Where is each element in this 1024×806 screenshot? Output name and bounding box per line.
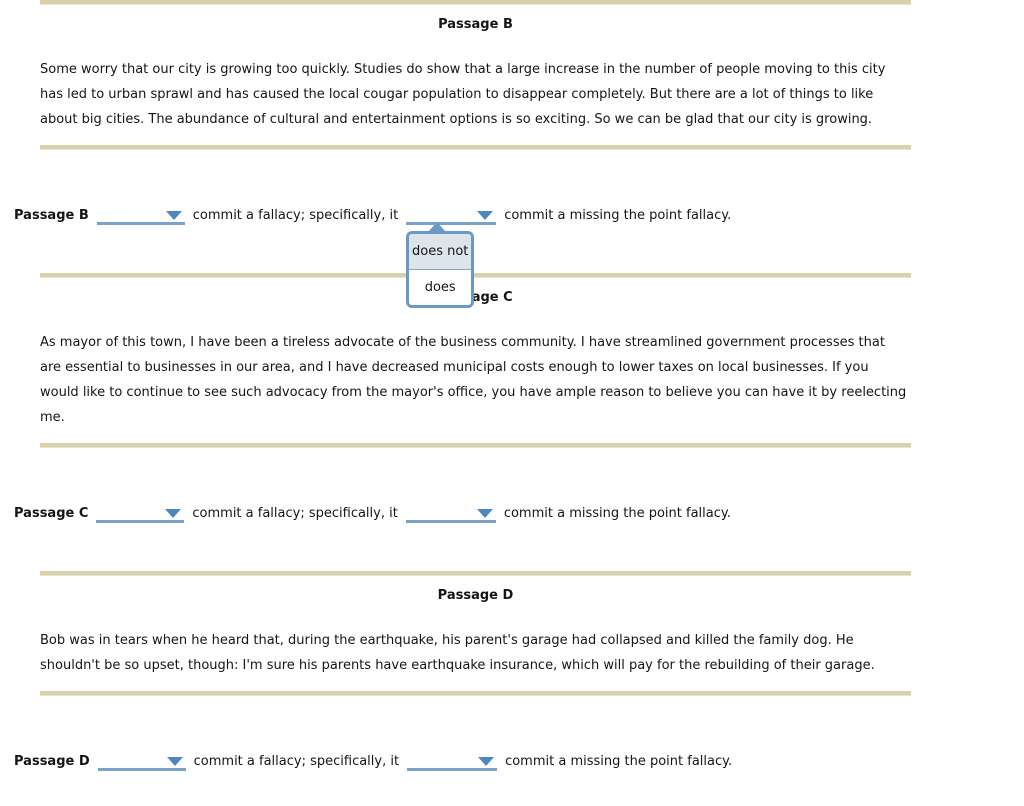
question-passage-label: Passage B <box>14 208 89 223</box>
section-divider <box>40 0 911 5</box>
question-row-passage-b: Passage B commit a fallacy; specifically… <box>14 204 1024 308</box>
question-row-passage-d: Passage D commit a fallacy; specifically… <box>14 750 1024 771</box>
passage-title: Passage D <box>437 588 514 603</box>
dropdown-option-does-not[interactable]: does not <box>409 234 472 270</box>
dropdown-option-does[interactable]: does <box>409 270 472 305</box>
missing-point-dropdown[interactable]: does not does <box>406 204 497 308</box>
dropdown-menu-caret-icon <box>429 222 446 231</box>
dropdown-arrow-icon <box>477 211 494 220</box>
passage-text: As mayor of this town, I have been a tir… <box>40 335 907 425</box>
section-divider <box>40 691 911 696</box>
question-end-text: commit a missing the point fallacy. <box>505 754 733 769</box>
question-middle-text: commit a fallacy; specifically, it <box>192 208 399 223</box>
fallacy-commit-dropdown[interactable] <box>96 502 185 523</box>
dropdown-menu: does not does <box>406 222 475 308</box>
passage-text: Bob was in tears when he heard that, dur… <box>40 633 875 673</box>
missing-point-dropdown[interactable] <box>405 502 496 523</box>
missing-point-dropdown[interactable] <box>407 750 498 771</box>
dropdown-arrow-icon <box>476 509 493 518</box>
question-middle-text: commit a fallacy; specifically, it <box>192 506 398 521</box>
passage-title: Passage B <box>438 17 513 32</box>
dropdown-arrow-icon <box>165 509 182 518</box>
section-divider <box>40 273 911 278</box>
dropdown-arrow-icon <box>478 757 495 766</box>
question-middle-text: commit a fallacy; specifically, it <box>193 754 400 769</box>
question-passage-label: Passage D <box>14 754 90 769</box>
question-end-text: commit a missing the point fallacy. <box>503 506 731 521</box>
section-divider <box>40 443 911 448</box>
question-end-text: commit a missing the point fallacy. <box>504 208 732 223</box>
dropdown-arrow-icon <box>166 757 183 766</box>
section-divider <box>40 571 911 576</box>
fallacy-commit-dropdown[interactable] <box>97 750 186 771</box>
question-passage-label: Passage C <box>14 506 89 521</box>
dropdown-arrow-icon <box>165 211 182 220</box>
passage-title: Passage C <box>438 290 513 305</box>
question-row-passage-c: Passage C commit a fallacy; specifically… <box>14 502 1024 523</box>
section-divider <box>40 145 911 150</box>
passage-text: Some worry that our city is growing too … <box>40 62 886 127</box>
fallacy-commit-dropdown[interactable] <box>96 204 185 225</box>
